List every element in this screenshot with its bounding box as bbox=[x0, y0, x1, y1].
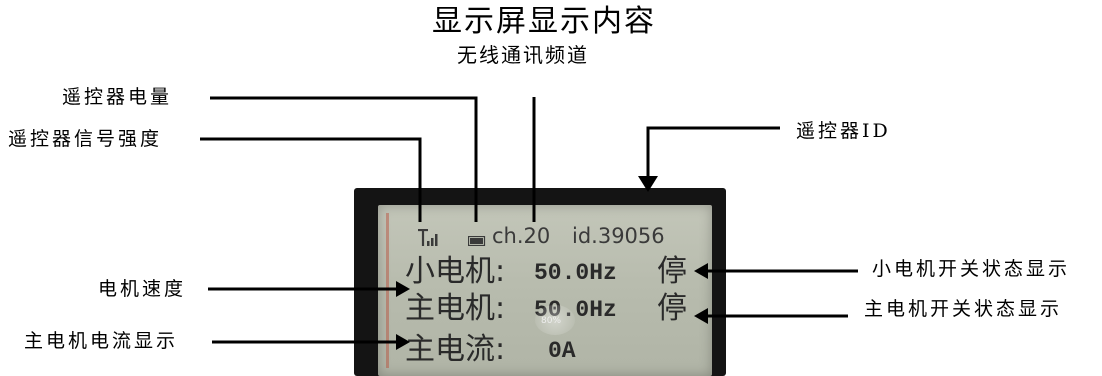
lcd-small-motor-frequency: 50.0Hz bbox=[534, 260, 617, 286]
lcd-screen bbox=[378, 205, 712, 376]
lcd-glare bbox=[535, 305, 575, 335]
signal-strength-icon bbox=[418, 229, 438, 246]
lcd-remote-id: id.39056 bbox=[572, 224, 665, 248]
main-motor-status-arrowhead bbox=[694, 308, 708, 324]
label-battery: 遥控器电量 bbox=[62, 86, 173, 108]
battery-leader-line bbox=[210, 96, 478, 222]
lcd-main-current-label: 主电流: bbox=[405, 332, 506, 367]
label-main-motor-status: 主电机开关状态显示 bbox=[864, 298, 1063, 320]
label-small-motor-status: 小电机开关状态显示 bbox=[872, 258, 1071, 280]
remote-id-leader-line bbox=[646, 126, 780, 178]
motor-speed-arrowhead bbox=[396, 281, 410, 297]
lcd-main-motor-status: 停 bbox=[657, 291, 687, 326]
diagram-subtitle-channel: 无线通讯频道 bbox=[457, 43, 589, 67]
label-motor-speed: 电机速度 bbox=[98, 278, 187, 300]
lcd-main-motor-label: 主电机: bbox=[405, 291, 506, 326]
main-current-arrowhead bbox=[396, 334, 410, 350]
diagram-title: 显示屏显示内容 bbox=[432, 4, 656, 39]
label-main-current: 主电机电流显示 bbox=[24, 330, 179, 352]
signal-leader-line bbox=[200, 137, 422, 222]
lcd-main-motor-frequency: 50.0Hz bbox=[534, 297, 617, 323]
battery-icon bbox=[468, 236, 486, 246]
lcd-small-motor-status: 停 bbox=[657, 254, 687, 289]
label-remote-id: 遥控器ID bbox=[796, 120, 891, 142]
lcd-channel: ch.20 bbox=[492, 224, 551, 248]
small-motor-status-arrowhead bbox=[694, 263, 708, 279]
lcd-main-current-value: 0A bbox=[548, 338, 576, 364]
label-signal-strength: 遥控器信号强度 bbox=[8, 128, 163, 150]
remote-id-arrowhead bbox=[638, 176, 658, 192]
lcd-small-motor-label: 小电机: bbox=[405, 254, 506, 289]
lcd-glare-text: 80% bbox=[541, 316, 562, 326]
